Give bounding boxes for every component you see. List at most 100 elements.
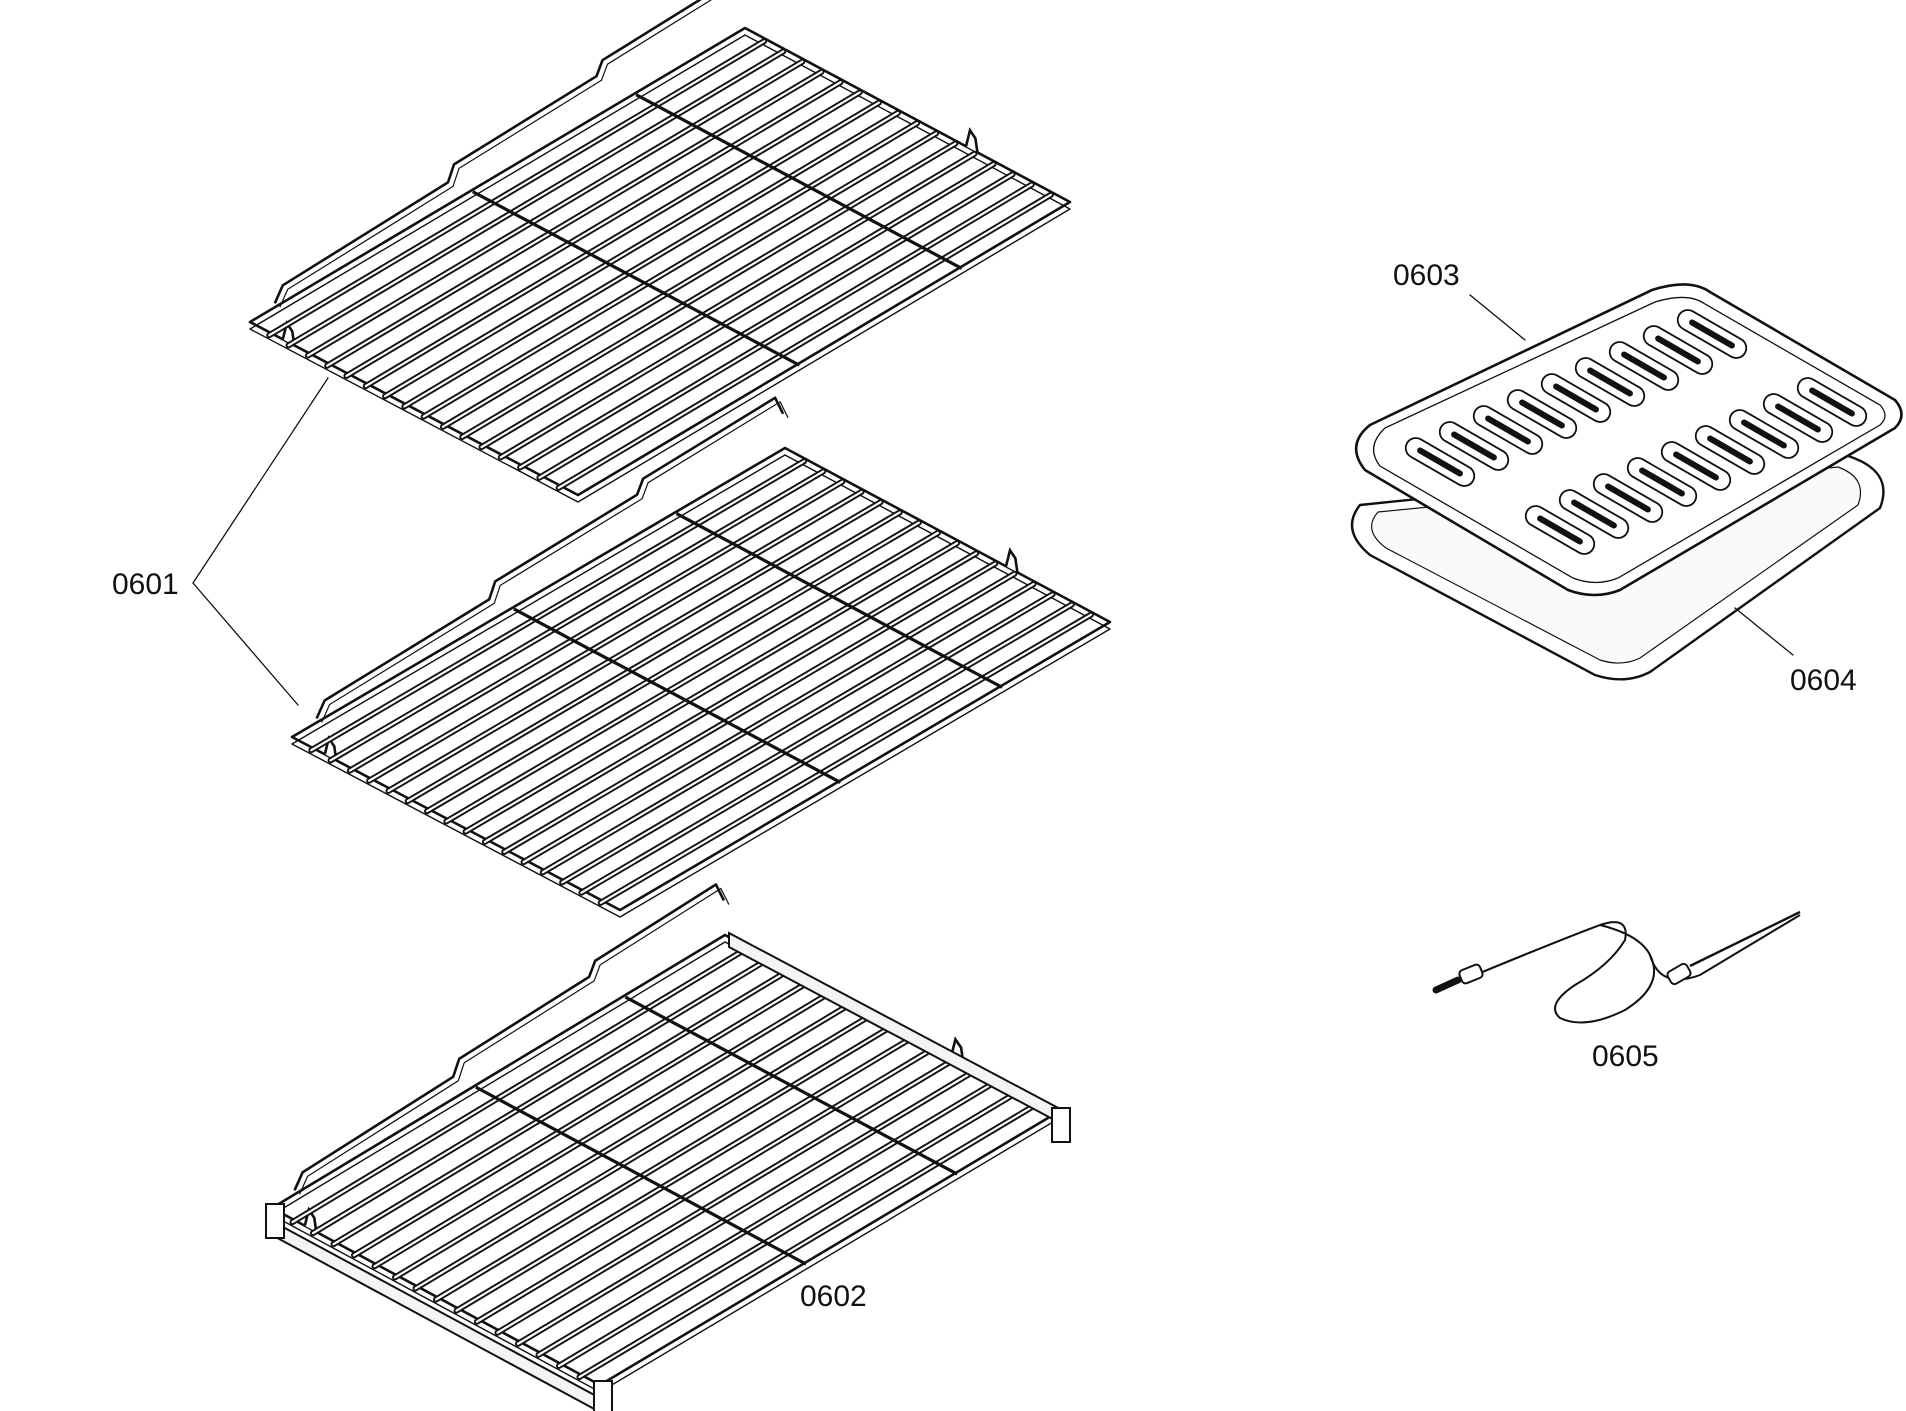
rack-stop-notch-back [1004, 547, 1019, 573]
broiler-grid-slot [1608, 341, 1680, 391]
label-0604: 0604 [1790, 664, 1857, 697]
rack-support-rod [624, 995, 958, 1176]
rack-bar-highlight [599, 613, 1092, 904]
slot-opening [1485, 415, 1531, 445]
probe-cable-end [1479, 924, 1601, 974]
rack-bar-highlight [403, 111, 900, 408]
rack-bar-highlight [537, 1080, 997, 1356]
rack-bar-highlight [422, 122, 919, 418]
rack-bar-highlight [383, 101, 880, 398]
rack-bar-highlight [352, 981, 810, 1257]
broiler-pan-assembly [1350, 283, 1903, 681]
meat-probe [1432, 910, 1801, 1024]
rack-bar-highlight [561, 593, 1054, 884]
rack-support-rod [475, 1085, 807, 1266]
slot-opening [1537, 515, 1583, 545]
rack-bar-highlight [364, 91, 861, 388]
rack-bar-highlight [464, 542, 959, 833]
slide-end-bracket [265, 1203, 285, 1239]
rack-bar-highlight [326, 70, 823, 367]
slot-opening [1809, 387, 1855, 417]
label-0601: 0601 [112, 568, 179, 601]
rack-bar-highlight [373, 992, 831, 1268]
rack-bar-highlight [499, 162, 995, 459]
rack-frame-outer [290, 446, 1112, 912]
rack-bar-highlight [522, 572, 1016, 864]
label-0605: 0605 [1592, 1040, 1659, 1073]
broiler-grid-slot [1558, 489, 1630, 539]
rack-bar-highlight [480, 152, 976, 449]
slot-opening [1417, 447, 1463, 477]
rack-bar-highlight [580, 603, 1073, 894]
rack-bar-highlight [434, 1025, 893, 1301]
rack-bar-highlight [345, 81, 842, 377]
rack-bar-highlight [311, 959, 768, 1235]
rack-side-rail [315, 396, 785, 720]
rack-frame-outer [248, 26, 1072, 497]
slide-end-bracket [1051, 1107, 1071, 1143]
rack-bar-highlight [393, 1003, 851, 1279]
rack-side-rail-inner [299, 887, 730, 1195]
broiler-grid-inner [1373, 296, 1886, 584]
rack-bar-highlight [348, 480, 844, 772]
leader-lines [192, 294, 1794, 706]
slot-opening [1639, 467, 1685, 497]
rack-bar-highlight [557, 1091, 1018, 1367]
slot-opening [1741, 419, 1787, 449]
oven-rack-lower [290, 396, 1112, 918]
slot-opening [1571, 499, 1617, 529]
broiler-grid-slot [1524, 505, 1596, 555]
broiler-grid-slot [1676, 309, 1748, 359]
rack-bar-highlight [541, 582, 1035, 874]
broiler-grid-slot [1762, 393, 1834, 443]
rack-bar-highlight [387, 501, 882, 792]
rack-bar-highlight [445, 531, 940, 823]
rack-bar-highlight [503, 562, 997, 854]
broiler-grid-slot [1574, 357, 1646, 407]
broiler-grid-slot [1592, 473, 1664, 523]
rack-bar-highlight [578, 1102, 1039, 1379]
broiler-grid-slot [1540, 373, 1612, 423]
slot-opening [1673, 451, 1719, 481]
slot-opening [1707, 435, 1753, 465]
probe-handle [1666, 962, 1692, 986]
rack-bar-highlight [406, 511, 901, 803]
rack-support-rod [513, 607, 842, 784]
rack-support-rod [471, 190, 801, 367]
rack-bar-highlight [291, 947, 747, 1224]
broiler-grid-slot [1506, 389, 1578, 439]
broiler-grid-slot [1796, 377, 1868, 427]
slot-opening [1587, 367, 1633, 397]
rack-side-rail [293, 883, 726, 1191]
slot-opening [1655, 335, 1701, 365]
rack-bar-highlight [414, 1014, 872, 1290]
slot-opening [1621, 351, 1667, 381]
rack-bar-highlight [425, 521, 920, 813]
slot-opening [1519, 399, 1565, 429]
broiler-grid-slot [1626, 457, 1698, 507]
rack-bar-highlight [496, 1058, 956, 1334]
rack-bar-highlight [519, 173, 1014, 469]
slot-opening [1775, 403, 1821, 433]
telescopic-rack [265, 883, 1071, 1411]
slot-opening [1605, 483, 1651, 513]
slot-opening [1553, 383, 1599, 413]
slide-end-bracket [593, 1380, 613, 1411]
rack-side-rail-inner [321, 400, 789, 723]
rack-bar-highlight [461, 142, 957, 439]
rack-bar-highlight [455, 1036, 914, 1312]
broiler-grid-slot [1728, 409, 1800, 459]
rack-bar-highlight [557, 193, 1052, 489]
broiler-grid-slot [1472, 405, 1544, 455]
broiler-grid-slot [1438, 421, 1510, 471]
rack-stop-notch-back [964, 127, 979, 153]
rack-bar-highlight [516, 1069, 976, 1345]
slide-rail-front [269, 1218, 599, 1411]
slot-opening [1451, 431, 1497, 461]
rack-bar-highlight [310, 460, 806, 752]
rack-side-rail [273, 0, 702, 304]
probe-plug [1432, 976, 1462, 994]
rack-frame-inner [291, 454, 1111, 918]
label-0602: 0602 [800, 1280, 867, 1313]
